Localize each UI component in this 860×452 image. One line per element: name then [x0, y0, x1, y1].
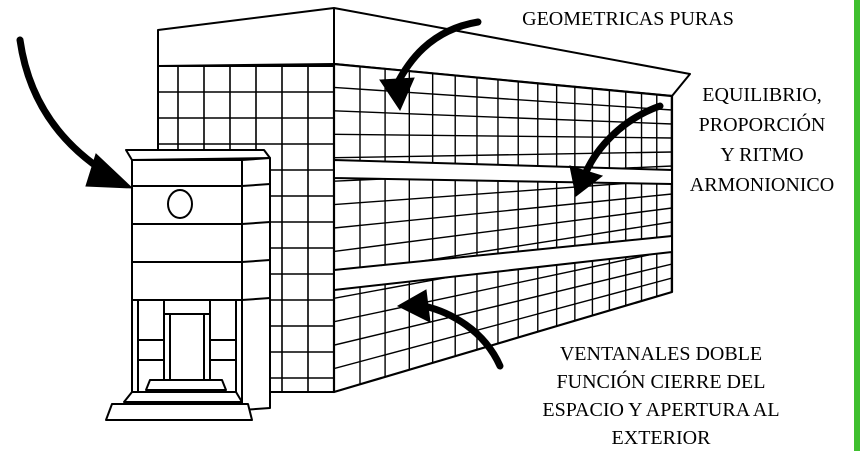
window-transom: [334, 151, 672, 159]
entrance-tower: [105, 149, 271, 421]
annotation-geometricas-puras: GEOMETRICAS PURAS: [488, 6, 768, 32]
annotation-line: GEOMETRICAS PURAS: [522, 8, 734, 30]
entry-step: [145, 379, 227, 391]
annotation-line: Y RITMO: [720, 144, 804, 166]
entry-step: [123, 391, 243, 403]
annotation-line: ARMONIONICO: [689, 174, 835, 196]
tower-cap: [125, 149, 271, 161]
curved-arrow-icon: [569, 102, 664, 197]
annotation-line: EXTERIOR: [611, 427, 711, 449]
floor-band: [333, 235, 673, 291]
curved-arrow-icon: [396, 289, 504, 370]
curved-arrow-icon: [379, 18, 482, 112]
curved-arrow-icon: [16, 36, 134, 189]
tower-band: [241, 259, 271, 263]
tower-band: [241, 221, 271, 225]
annotation-line: ESPACIO Y APERTURA AL: [542, 399, 780, 421]
tower-side: [241, 157, 271, 411]
annotation-line: VENTANALES DOBLE: [559, 343, 763, 365]
annotation-arrows: [16, 18, 664, 370]
entry-step: [105, 403, 253, 421]
window-transom: [334, 249, 672, 323]
green-edge-accent: [854, 0, 860, 451]
tower-band: [241, 297, 271, 301]
window-transom: [334, 263, 672, 346]
window-transom: [334, 179, 672, 206]
window-transom: [334, 110, 672, 125]
window-transom: [334, 193, 672, 229]
annotation-line: FUNCIÓN CIERRE DEL: [556, 371, 766, 393]
window-transom: [334, 277, 672, 370]
annotation-line: EQUILIBRIO,: [702, 84, 822, 106]
annotation-ventanales: VENTANALES DOBLE FUNCIÓN CIERRE DEL ESPA…: [496, 340, 826, 452]
window-transom: [334, 207, 672, 253]
annotation-line: PROPORCIÓN: [698, 114, 826, 136]
annotation-equilibrio: EQUILIBRIO, PROPORCIÓN Y RITMO ARMONIONI…: [664, 80, 860, 200]
window-transom: [334, 133, 672, 139]
tower-band: [241, 183, 271, 187]
tower-porthole: [167, 189, 193, 219]
